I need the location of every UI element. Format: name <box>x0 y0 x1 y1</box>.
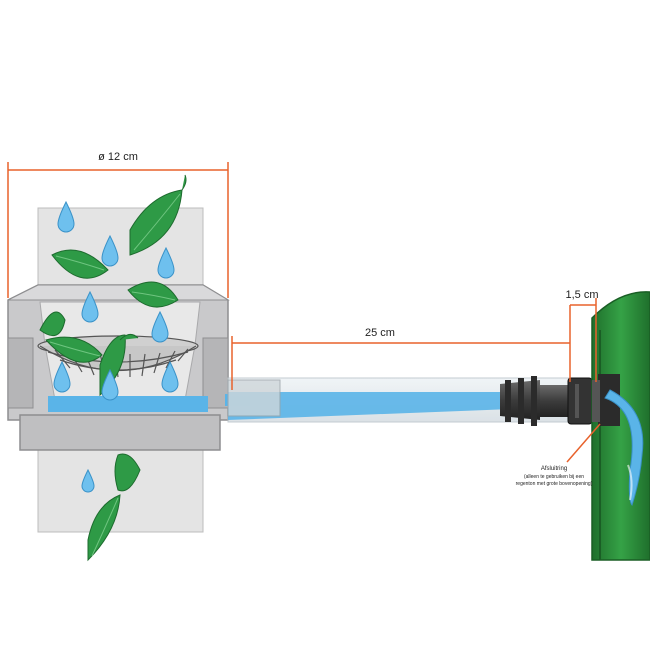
rain-barrel <box>591 291 650 561</box>
seal-note-line-1: (alleen te gebruiken bij een <box>524 474 584 480</box>
dimension-lines <box>7 162 601 463</box>
barrel-fitting <box>500 376 593 426</box>
water-drop-icon <box>101 368 119 401</box>
leaf-icon <box>39 311 66 337</box>
water-drop-icon <box>101 234 119 267</box>
seal-note-line-2: regenton met grote bovenopening) <box>516 481 593 487</box>
water-drop-icon <box>161 360 179 393</box>
leaf-icon <box>119 334 139 341</box>
hose-water <box>228 392 590 420</box>
seal-leader-line <box>566 423 601 463</box>
hose-length-label: 25 cm <box>365 327 395 339</box>
leaf-icon <box>114 453 141 492</box>
leaf-icon <box>45 336 103 363</box>
water-drop-icon <box>151 310 169 343</box>
outflow-water <box>604 389 644 507</box>
leaf-icon <box>181 174 187 191</box>
hose-connector <box>227 379 281 417</box>
leaf-icon <box>127 281 179 308</box>
wall-thickness-label: 1,5 cm <box>565 289 598 301</box>
leaf-icon <box>51 249 109 279</box>
basin-water <box>48 396 208 412</box>
water-drop-icon <box>57 200 75 233</box>
water-drop-icon <box>157 246 175 279</box>
diameter-label: ø 12 cm <box>98 151 138 163</box>
seal-title-label: Afsluitring <box>541 466 567 472</box>
water-drop-icon <box>81 290 99 323</box>
water-drop-icon <box>81 468 95 493</box>
water-drop-icon <box>53 360 71 393</box>
rain-drops <box>53 200 179 493</box>
